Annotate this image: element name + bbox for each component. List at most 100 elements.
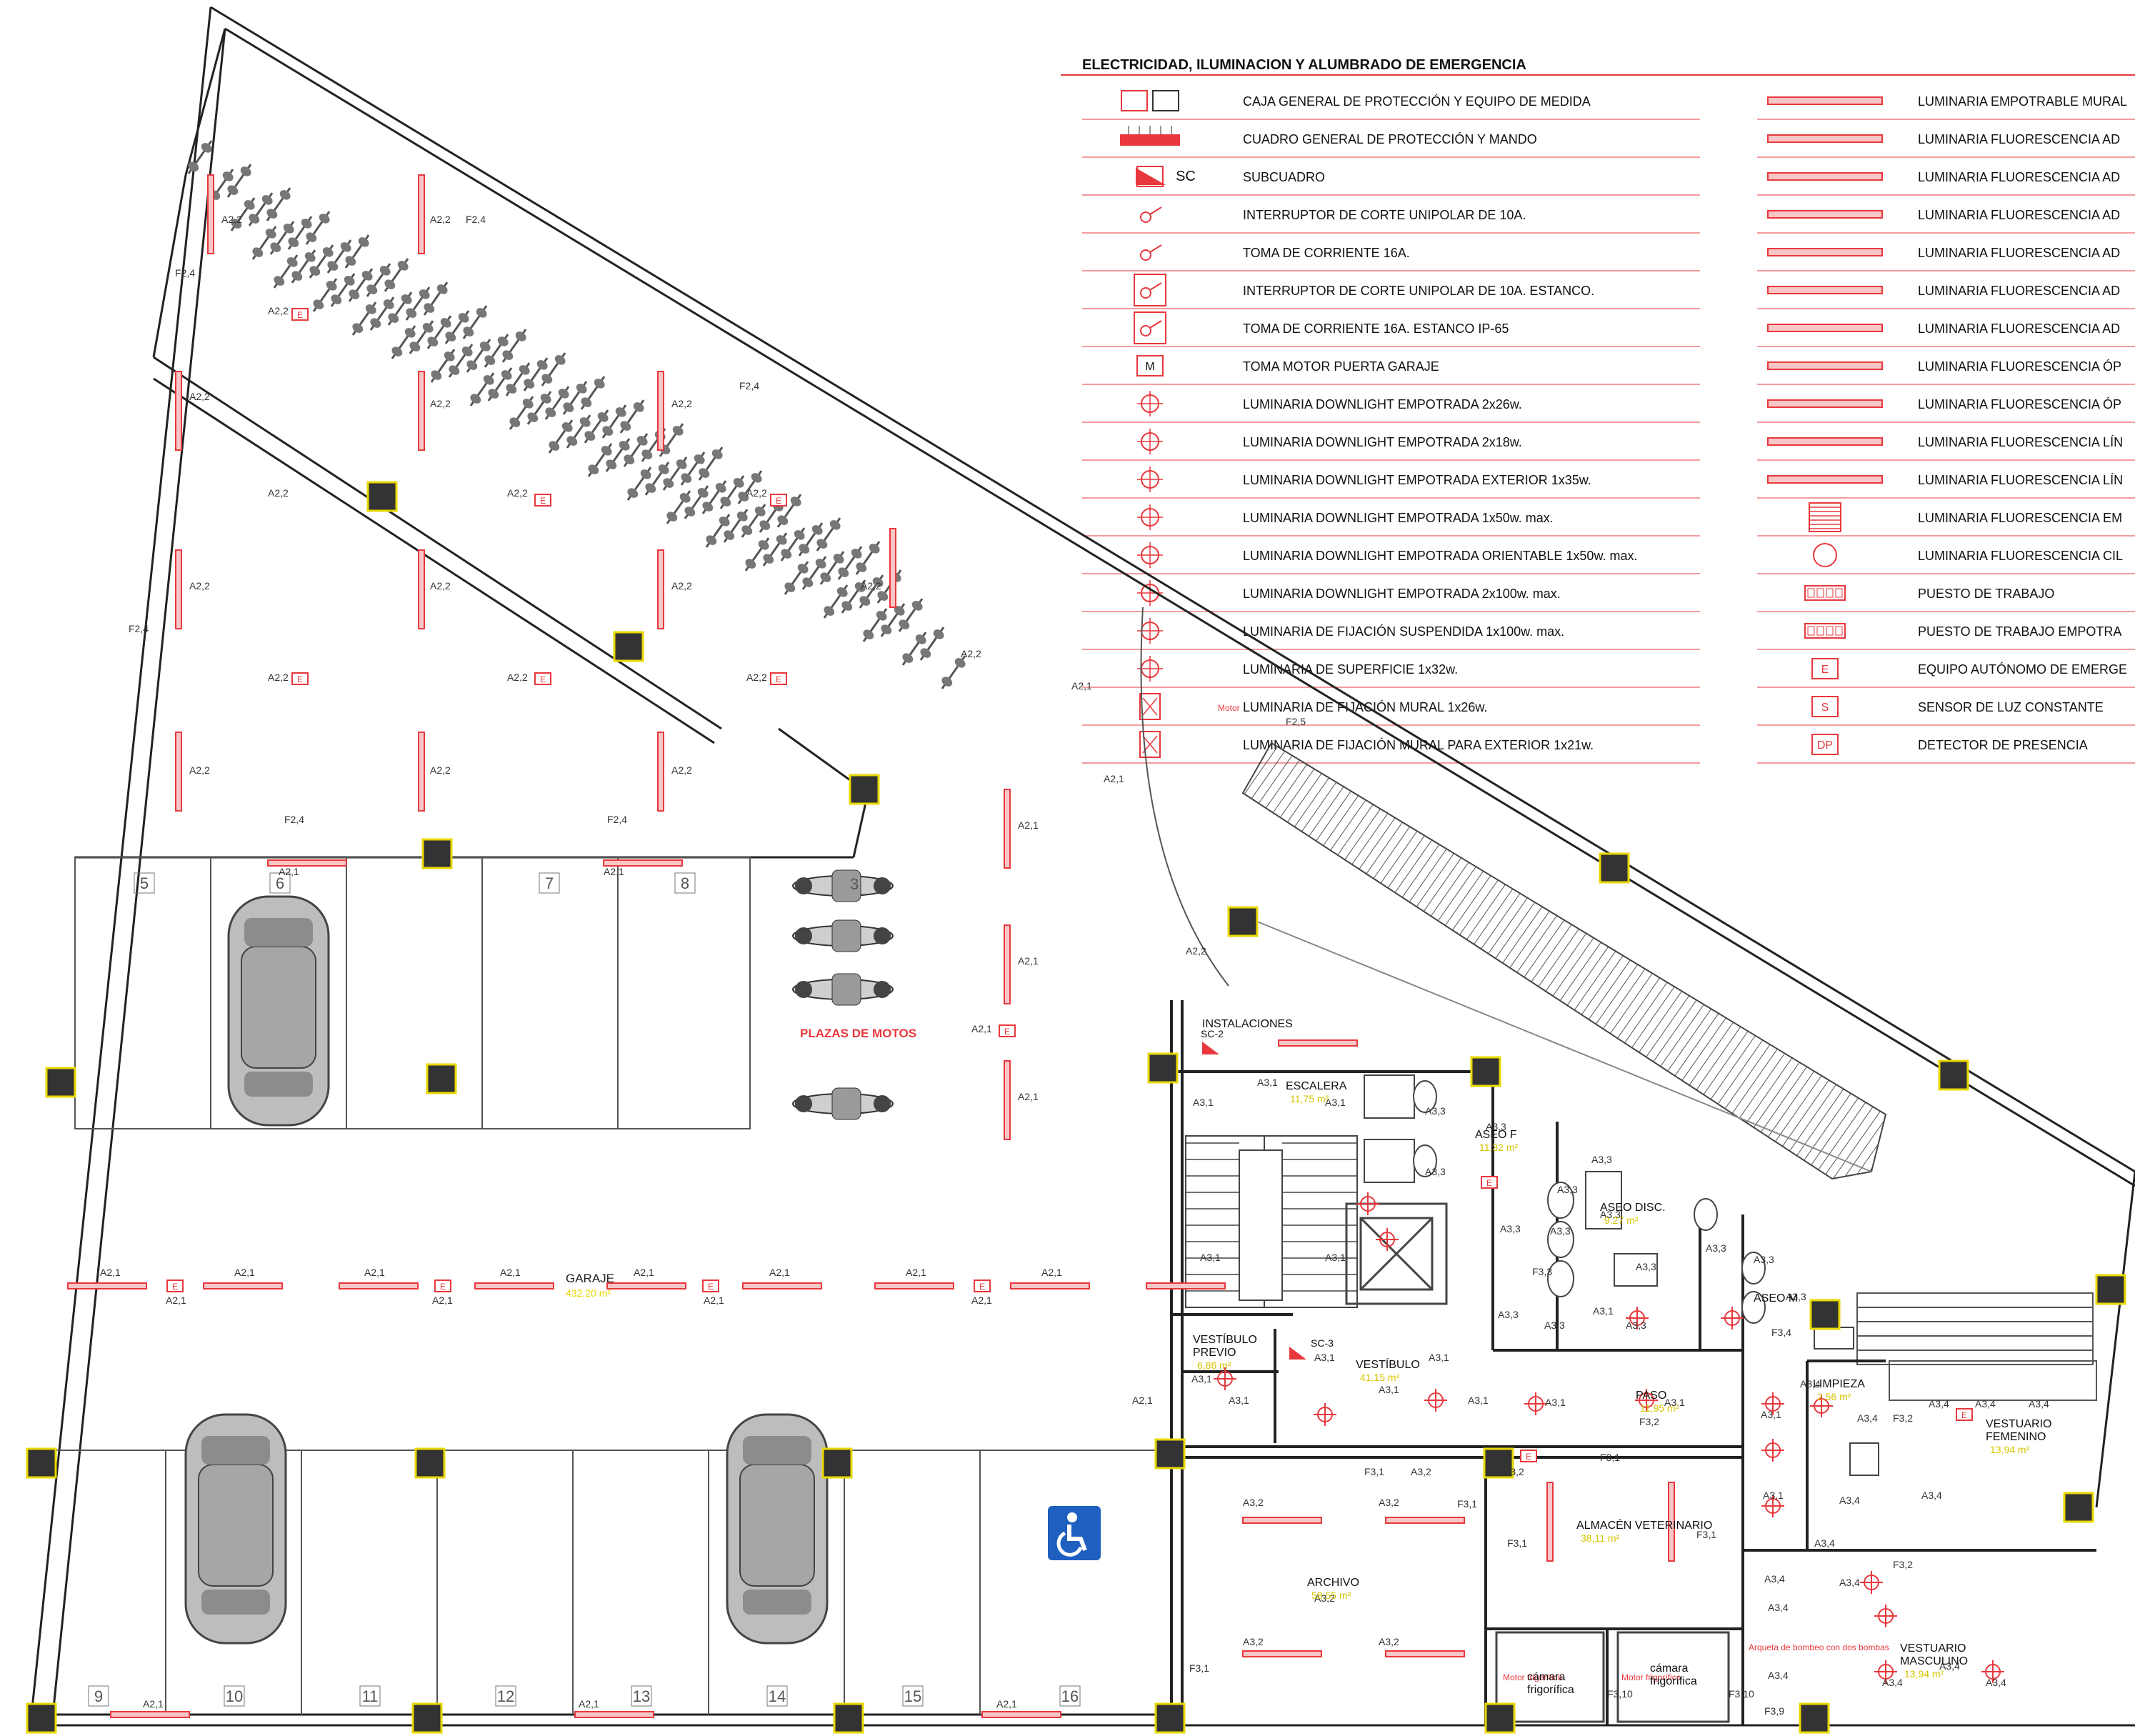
circuit-label: A3,1	[1325, 1097, 1346, 1108]
circuit-label: A2,1	[100, 1267, 121, 1278]
legend-row: LUMINARIA FLUORESCENCIA AD	[1757, 321, 2135, 347]
svg-text:M: M	[1145, 361, 1154, 373]
circuit-label: A3,3	[1786, 1291, 1806, 1302]
circuit-label: F2,4	[284, 814, 304, 825]
motorbike-symbol	[792, 973, 894, 1006]
fluorescent-tube	[606, 1282, 686, 1289]
room-area: 9,27 m²	[1604, 1214, 1639, 1226]
exterior-stairs	[1856, 1292, 2097, 1401]
fluorescent-tube	[1146, 1282, 1226, 1289]
legend-row: LUMINARIA FLUORESCENCIA AD	[1757, 284, 2135, 309]
fluorescent-tube	[203, 1282, 283, 1289]
circuit-label: A2,1	[906, 1267, 926, 1278]
fluorescent-optic-icon	[1767, 399, 1883, 408]
circuit-label: A2,1	[500, 1267, 521, 1278]
column	[1809, 1299, 1841, 1330]
legend-row: INTERRUPTOR DE CORTE UNIPOLAR DE 10A.	[1082, 206, 1700, 234]
emergency-light-icon	[1520, 1450, 1537, 1462]
circuit-label: A2,1	[166, 1294, 186, 1306]
circuit-label: A3,4	[1768, 1670, 1789, 1681]
circuit-label: A2,1	[1071, 680, 1092, 692]
circuit-label: A3,1	[1429, 1352, 1449, 1363]
fluorescent-tube	[1385, 1650, 1465, 1657]
circuit-label: A2,2	[671, 580, 692, 592]
column	[1227, 906, 1259, 937]
circuit-label: F3,1	[1600, 1452, 1620, 1463]
fluorescent-tube	[175, 732, 182, 812]
legend-row: LUMINARIA DOWNLIGHT EMPOTRADA 2x26w.	[1082, 391, 1700, 423]
parking-space-number: 6	[276, 874, 284, 892]
emergency-icon: E	[1811, 658, 1839, 679]
garage-area: 432,20 m²	[566, 1287, 611, 1299]
socket-waterproof-icon	[1134, 311, 1166, 344]
circuit-label: A2,2	[1186, 945, 1206, 957]
legend-row: CUADRO GENERAL DE PROTECCIÓN Y MANDO	[1082, 126, 1700, 158]
accessible-parking-icon	[1048, 1506, 1101, 1560]
room-name: VESTÍBULO	[1193, 1332, 1257, 1346]
circuit-label: A2,2	[189, 764, 210, 776]
emergency-light-icon	[770, 494, 787, 507]
circuit-label: A2,2	[268, 487, 289, 499]
legend-row: LUMINARIA FLUORESCENCIA AD	[1757, 132, 2135, 158]
legend-label: LUMINARIA DE FIJACIÓN MURAL PARA EXTERIO…	[1243, 737, 1594, 752]
legend-row: LUMINARIA DOWNLIGHT EMPOTRADA ORIENTABLE…	[1082, 542, 1700, 574]
circuit-label: A2,2	[430, 398, 451, 409]
circuit-label: A2,2	[430, 764, 451, 776]
column	[1599, 852, 1630, 884]
motos-label: PLAZAS DE MOTOS	[800, 1027, 916, 1040]
emergency-light-icon	[974, 1279, 991, 1292]
circuit-label: A3,2	[1243, 1497, 1264, 1508]
legend-row: LUMINARIA FLUORESCENCIA AD	[1757, 246, 2135, 271]
room-name: ASEO M	[1754, 1292, 1798, 1305]
circuit-label: A2,1	[579, 1698, 599, 1710]
fluorescent-tube	[1278, 1039, 1358, 1047]
circuit-label: F2,4	[607, 814, 627, 825]
circuit-label: A3,1	[1257, 1077, 1278, 1088]
legend-row: PUESTO DE TRABAJO EMPOTRA	[1757, 623, 2135, 650]
circuit-label: A2,2	[268, 672, 289, 683]
circuit-label: A2,1	[1132, 1395, 1153, 1406]
circuit-label: A3,1	[1379, 1384, 1399, 1395]
legend-label: LUMINARIA FLUORESCENCIA LÍN	[1918, 473, 2123, 487]
circuit-label: F3,1	[1696, 1529, 1716, 1540]
annotation-label: Arqueta de bombeo con dos bombas	[1749, 1642, 1889, 1652]
circuit-label: A3,4	[1800, 1378, 1821, 1390]
legend-label: LUMINARIA FLUORESCENCIA AD	[1918, 208, 2120, 222]
fluorescent-tube	[267, 859, 347, 867]
circuit-label: A3,4	[1839, 1495, 1860, 1506]
emergency-light-icon	[534, 672, 551, 685]
downlight-double-icon	[1137, 580, 1163, 606]
subpanel-markers: SC-2SC-3	[1201, 1028, 1334, 1360]
legend-label: LUMINARIA FLUORESCENCIA EM	[1918, 511, 2122, 525]
circuit-label: A2,2	[861, 580, 881, 592]
circuit-label: A2,1	[769, 1267, 790, 1278]
fluorescent-tube	[175, 371, 182, 451]
legend-row: LUMINARIA DOWNLIGHT EMPOTRADA EXTERIOR 1…	[1082, 467, 1700, 499]
circuit-label: A2,1	[704, 1294, 724, 1306]
legend-row: LUMINARIA FLUORESCENCIA ÓP	[1757, 396, 2135, 423]
annotation-label: Motor	[1218, 703, 1240, 713]
room-name: MASCULINO	[1900, 1655, 1968, 1667]
room-name: ESCALERA	[1286, 1080, 1347, 1092]
legend-label: LUMINARIA FLUORESCENCIA AD	[1918, 170, 2120, 184]
circuit-label: A3,1	[1314, 1352, 1335, 1363]
column	[411, 1702, 443, 1734]
circuit-label: A3,4	[1768, 1602, 1789, 1613]
legend-label: CUADRO GENERAL DE PROTECCIÓN Y MANDO	[1243, 131, 1537, 146]
column	[366, 481, 398, 512]
emergency-light-icon	[291, 308, 309, 321]
fluorescent-tube	[1004, 924, 1011, 1004]
parking-space-number: 8	[681, 874, 689, 892]
circuit-label: A3,1	[1229, 1395, 1249, 1406]
circuit-label: A3,3	[1425, 1105, 1446, 1117]
column	[613, 631, 644, 662]
circuit-label: A3,1	[1545, 1397, 1566, 1408]
fluorescent-icon	[1767, 134, 1883, 143]
circuit-label: A3,4	[1939, 1660, 1960, 1672]
downlight-icon	[1424, 1388, 1448, 1412]
circuit-label: A2,1	[364, 1267, 385, 1278]
circuit-label: F3,3	[1532, 1266, 1552, 1277]
